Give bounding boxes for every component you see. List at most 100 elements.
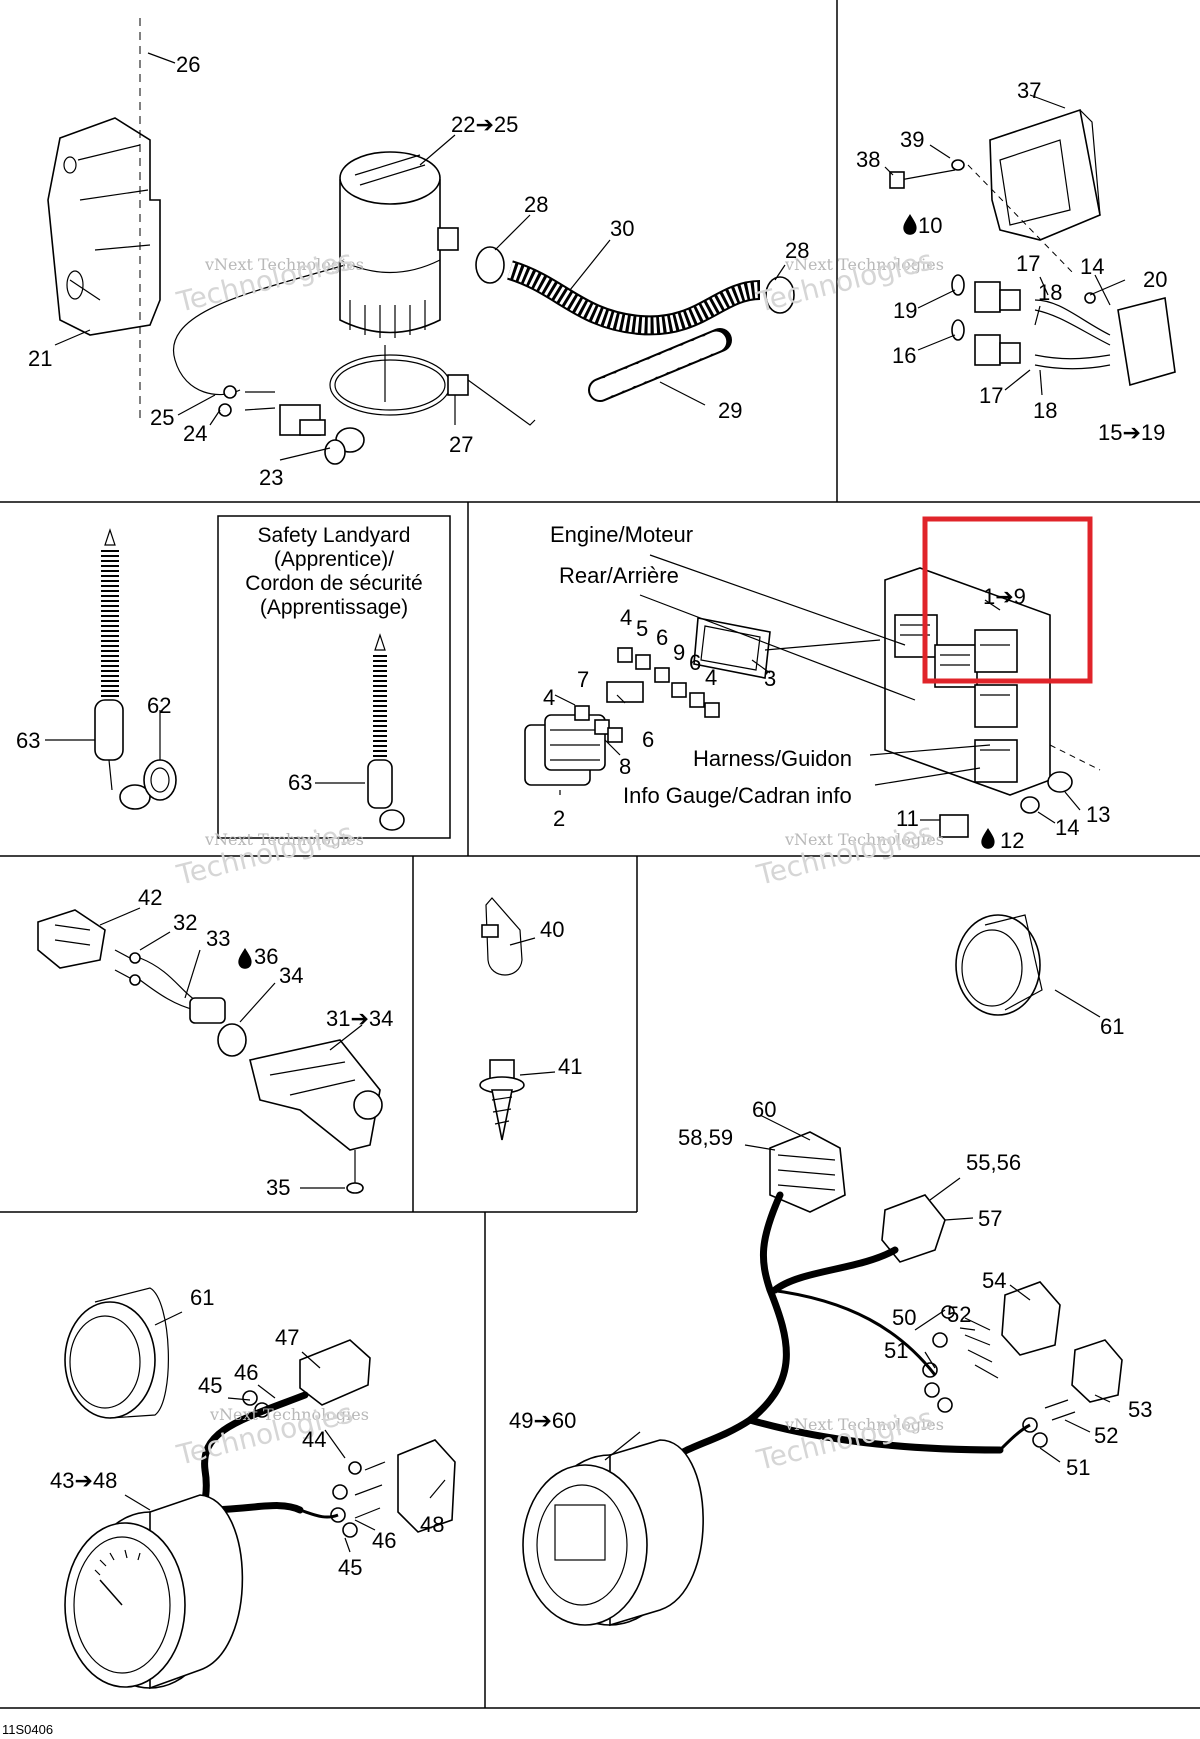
watermark-5: vNext Technologies (209, 1405, 369, 1424)
callout-44: 44 (302, 1427, 326, 1452)
callout-45: 45 (338, 1555, 362, 1580)
watermark-6b: Technologies (753, 1401, 936, 1477)
callout-6: 6 (689, 650, 701, 675)
cover-37 (989, 108, 1101, 241)
connector-42 (37, 909, 106, 969)
callout-37: 37 (1017, 78, 1041, 103)
callout-51: 51 (884, 1338, 908, 1363)
pump-wire (139, 18, 346, 420)
module-20 (1084, 292, 1176, 387)
callout-23: 23 (259, 465, 283, 490)
callout-60: 60 (752, 1097, 776, 1122)
callout-58-59: 58,59 (678, 1125, 733, 1150)
callout-41: 41 (558, 1054, 582, 1079)
callout-38: 38 (856, 147, 880, 172)
callout-43-48: 43➔48 (50, 1468, 117, 1493)
watermark-2: vNext Technologies (784, 255, 944, 274)
callout-49-60: 49➔60 (509, 1408, 576, 1433)
info-gauge-49-60 (522, 1439, 704, 1627)
callout-46: 46 (372, 1528, 396, 1553)
hose-30 (506, 260, 761, 336)
lanyard-63 (94, 528, 151, 810)
callout-63: 63 (288, 770, 312, 795)
callout-45: 45 (198, 1373, 222, 1398)
watermark-3: vNext Technologies (204, 830, 364, 849)
callout-5: 5 (636, 616, 648, 641)
figure-code: 11S0406 (2, 1722, 53, 1737)
callout-17: 17 (1016, 251, 1040, 276)
label-harness: Harness/Guidon (693, 746, 852, 771)
hardware-11-14 (939, 771, 1073, 838)
highlight-box (922, 516, 1093, 684)
callout-11: 11 (896, 806, 919, 831)
callout-18: 18 (1038, 280, 1062, 305)
bezel-61a (955, 914, 1043, 1016)
callout-14: 14 (1080, 254, 1104, 279)
terminals-4-6-9 (574, 647, 720, 743)
connectors-53-54 (1001, 1281, 1123, 1403)
screw-35 (346, 1150, 364, 1194)
callout-30: 30 (610, 216, 634, 241)
callout-36: 36 (254, 944, 278, 969)
label-rear: Rear/Arrière (559, 563, 679, 588)
callout-52: 52 (947, 1302, 971, 1327)
watermark-6: vNext Technologies (784, 1415, 944, 1434)
callout-32: 32 (173, 910, 197, 935)
callout-26: 26 (176, 52, 200, 77)
callout-7: 7 (577, 667, 589, 692)
callout-47: 47 (275, 1325, 299, 1350)
terminals-32-33 (114, 949, 196, 1011)
callout-13: 13 (1086, 802, 1110, 827)
hose-clamp-28 (475, 246, 795, 314)
callout-24: 24 (183, 421, 207, 446)
callout-6: 6 (656, 625, 668, 650)
drop-icons (238, 214, 995, 969)
label-info-gauge: Info Gauge/Cadran info (623, 783, 852, 808)
callout-4: 4 (543, 685, 555, 710)
callout-31-34: 31➔34 (326, 1006, 393, 1031)
safety-lanyard-title-1: Safety Landyard (258, 524, 411, 547)
callout-62: 62 (147, 693, 171, 718)
screw-41 (479, 1059, 525, 1141)
callout-3: 3 (764, 666, 776, 691)
callout-61: 61 (190, 1285, 214, 1310)
callout-52: 52 (1094, 1423, 1118, 1448)
info-gauge-harness (666, 1191, 1031, 1464)
callout-51: 51 (1066, 1455, 1090, 1480)
callout-28: 28 (785, 238, 809, 263)
safety-lanyard-title-4: (Apprentissage) (260, 596, 408, 619)
callout-18: 18 (1033, 398, 1057, 423)
drop-icon (981, 828, 995, 849)
safety-lanyard-title-2: (Apprentice)/ (274, 548, 394, 571)
callout-4: 4 (705, 665, 717, 690)
callout-6: 6 (642, 727, 654, 752)
connector-55-57 (881, 1194, 946, 1263)
bezel-61b (64, 1287, 169, 1419)
callout-1-9: 1➔9 (983, 584, 1026, 609)
connector-48 (397, 1439, 456, 1533)
drop-icon (903, 214, 917, 235)
drop-icon (238, 948, 252, 969)
screw-38-washer-39 (889, 159, 1076, 276)
callout-8: 8 (619, 754, 631, 779)
watermark-1: vNext Technologies (204, 255, 364, 274)
callout-48: 48 (420, 1512, 444, 1537)
callout-numbers: 26 22➔25 28 30 28 21 25 24 23 27 29 37 3… (16, 52, 1167, 1580)
callout-4: 4 (620, 605, 632, 630)
callout-61: 61 (1100, 1014, 1124, 1039)
callout-12: 12 (1000, 828, 1024, 853)
callout-15-19: 15➔19 (1098, 420, 1165, 445)
label-engine: Engine/Moteur (550, 522, 693, 547)
watermark-4: vNext Technologies (784, 830, 944, 849)
cable-tie-27 (329, 345, 536, 426)
bracket-21 (47, 117, 161, 336)
callout-54: 54 (982, 1268, 1006, 1293)
callout-57: 57 (978, 1206, 1002, 1231)
cap-62 (143, 759, 177, 801)
callout-14: 14 (1055, 815, 1079, 840)
callout-9: 9 (673, 640, 685, 665)
tachometer-43-48 (64, 1494, 244, 1690)
callout-20: 20 (1143, 267, 1167, 292)
connector-47 (299, 1339, 371, 1406)
